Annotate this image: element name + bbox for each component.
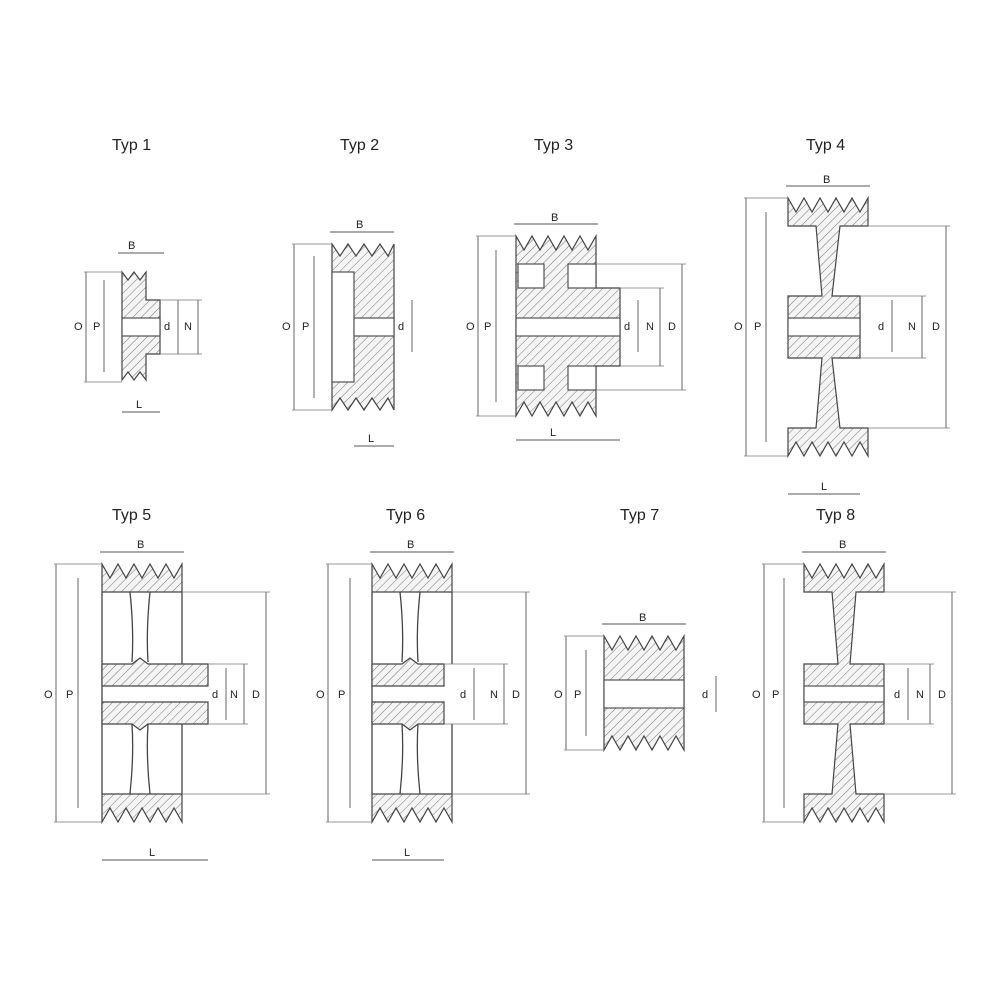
typ6-label-o: O <box>316 689 325 701</box>
typ3-label-p: P <box>484 321 491 333</box>
typ4-label-l: L <box>821 481 827 493</box>
typ3-label-b: B <box>551 212 558 224</box>
typ4-label-n: N <box>908 321 916 333</box>
typ7-title: Typ 7 <box>620 507 659 524</box>
typ8-label-b: B <box>839 539 846 551</box>
typ3-label-d: d <box>624 321 630 333</box>
typ2-label-b: B <box>356 219 363 231</box>
typ6-label-d-outer: D <box>512 689 520 701</box>
typ4-label-p: P <box>754 321 761 333</box>
typ5-label-d: d <box>212 689 218 701</box>
typ5-label-d-outer: D <box>252 689 260 701</box>
typ3-label-d-outer: D <box>668 321 676 333</box>
typ2-label-d: d <box>398 321 404 333</box>
typ2-label-l: L <box>368 433 374 445</box>
typ7-label-o: O <box>554 689 563 701</box>
typ2-title: Typ 2 <box>340 137 379 154</box>
typ1-label-p: P <box>93 321 100 333</box>
typ7-drawing: Typ 7 B O P d <box>554 507 717 753</box>
typ1-label-o: O <box>74 321 83 333</box>
typ1-label-d: d <box>164 321 170 333</box>
typ7-label-b: B <box>639 612 646 624</box>
typ6-label-l: L <box>404 847 410 859</box>
typ4-label-d-outer: D <box>932 321 940 333</box>
typ1-label-l: L <box>136 399 142 411</box>
typ3-drawing: Typ 3 B O P d N D L <box>466 137 686 441</box>
typ8-title: Typ 8 <box>816 507 855 524</box>
typ3-label-n: N <box>646 321 654 333</box>
typ4-label-d: d <box>878 321 884 333</box>
typ5-label-b: B <box>137 539 144 551</box>
typ8-label-o: O <box>752 689 761 701</box>
typ4-drawing: Typ 4 B O P d N D L <box>734 137 950 495</box>
typ5-label-l: L <box>149 847 155 859</box>
typ1-label-b: B <box>128 240 135 252</box>
typ6-label-b: B <box>407 539 414 551</box>
typ5-title: Typ 5 <box>112 507 151 524</box>
typ8-label-n: N <box>916 689 924 701</box>
typ5-label-o: O <box>44 689 53 701</box>
typ6-label-d: d <box>460 689 466 701</box>
typ5-drawing: Typ 5 B O P d N D L <box>44 507 270 861</box>
typ8-label-d-outer: D <box>938 689 946 701</box>
typ6-title: Typ 6 <box>386 507 425 524</box>
typ4-label-o: O <box>734 321 743 333</box>
typ2-label-o: O <box>282 321 291 333</box>
typ2-label-p: P <box>302 321 309 333</box>
typ1-label-n: N <box>184 321 192 333</box>
typ2-drawing: Typ 2 B O P d L <box>282 137 413 447</box>
typ7-label-d: d <box>702 689 708 701</box>
typ8-label-p: P <box>772 689 779 701</box>
typ6-label-p: P <box>338 689 345 701</box>
typ8-label-d: d <box>894 689 900 701</box>
typ6-label-n: N <box>490 689 498 701</box>
typ4-title: Typ 4 <box>806 137 845 154</box>
typ7-label-p: P <box>574 689 581 701</box>
typ3-label-l: L <box>550 427 556 439</box>
typ5-label-p: P <box>66 689 73 701</box>
typ8-drawing: Typ 8 B O P d N D <box>752 507 956 825</box>
typ6-drawing: Typ 6 B O P d N D L <box>316 507 530 861</box>
typ3-title: Typ 3 <box>534 137 573 154</box>
typ1-drawing: Typ 1 B O P d N L <box>74 137 202 413</box>
typ5-label-n: N <box>230 689 238 701</box>
typ1-title: Typ 1 <box>112 137 151 154</box>
typ3-label-o: O <box>466 321 475 333</box>
typ4-label-b: B <box>823 174 830 186</box>
